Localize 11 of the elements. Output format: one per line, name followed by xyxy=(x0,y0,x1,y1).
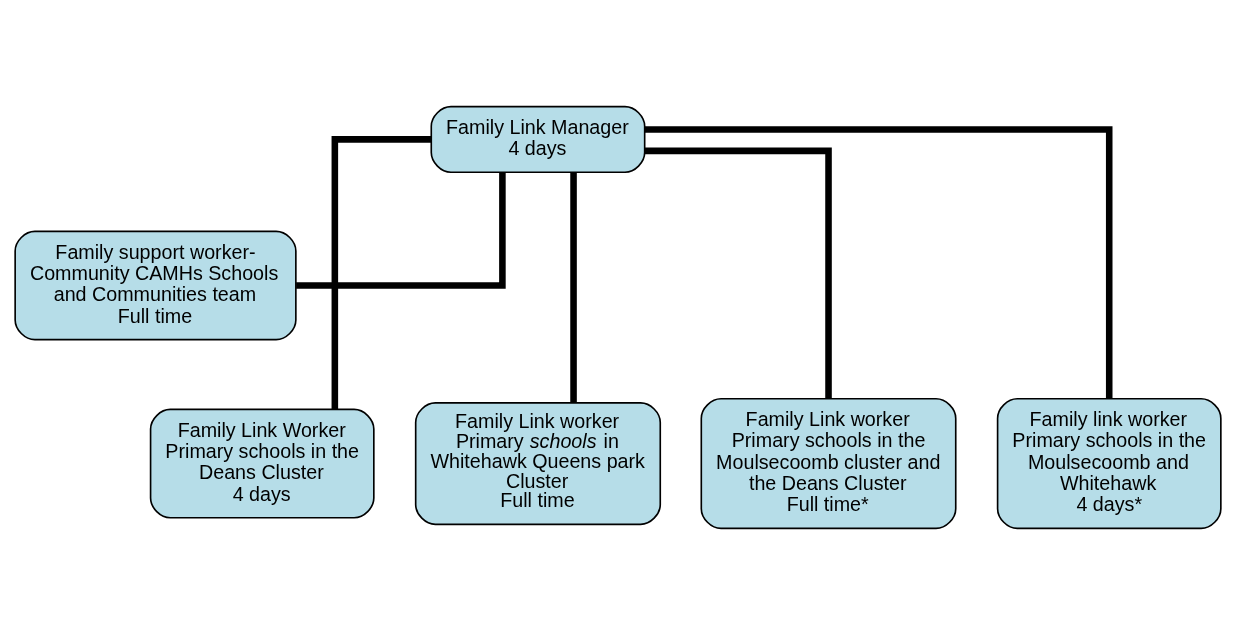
node-box: Family Link Worker Primary schools in the Deans Cluster 4 days xyxy=(149,408,375,519)
connector xyxy=(644,126,1113,399)
node-box: Family link worker Primary schools in the Moulsecoomb and Whitehawk 4 days* xyxy=(996,397,1222,530)
node-box: Family support worker- Community CAMHs Schools and Communities team Full time xyxy=(14,230,297,341)
node-box: Family Link worker Primary schools in the Moulsecoomb cluster and the Deans Cluster Full time* xyxy=(700,397,957,530)
connector xyxy=(644,147,832,399)
connector xyxy=(570,172,577,403)
node-box: Family Link Manager 4 days xyxy=(430,105,646,174)
connector xyxy=(331,136,432,410)
node-box: Family Link worker Primary schools in Whitehawk Queens park Cluster Full time xyxy=(414,402,662,526)
connector xyxy=(296,172,506,289)
